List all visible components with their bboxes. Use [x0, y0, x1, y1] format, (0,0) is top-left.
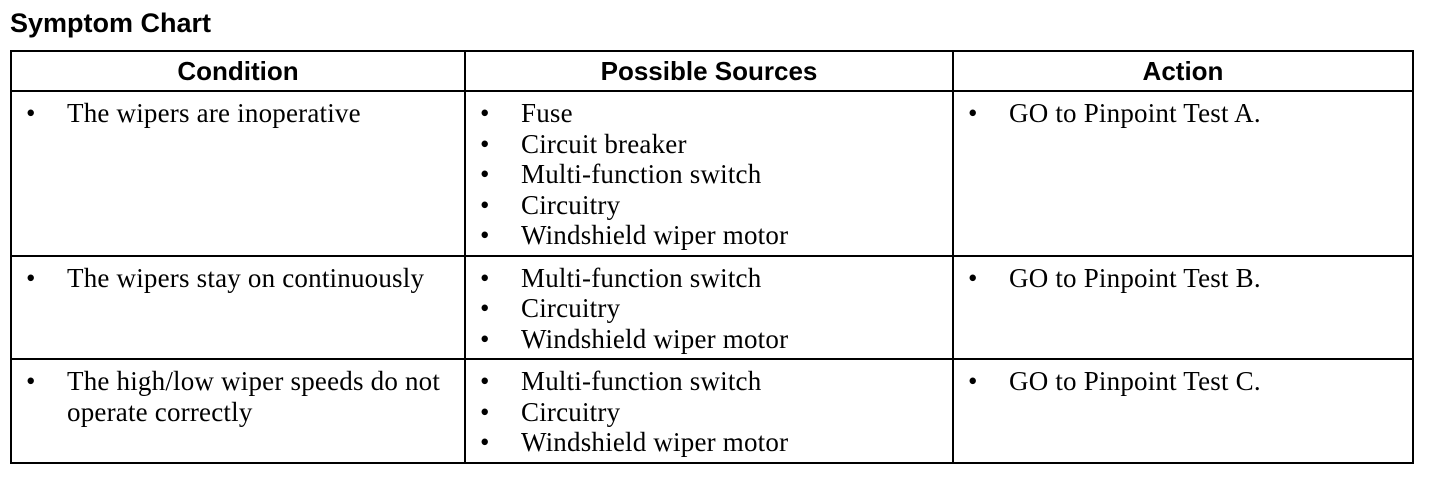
header-action: Action [952, 50, 1414, 92]
table-row: • The high/low wiper speeds do not opera… [10, 358, 1414, 464]
list-item: • The wipers stay on continuously [22, 263, 458, 294]
header-possible-sources: Possible Sources [464, 50, 954, 92]
bullet-icon: • [26, 98, 36, 128]
bullet-icon: • [480, 366, 490, 396]
list-item: • Fuse [476, 98, 946, 129]
action-text: GO to Pinpoint Test A. [1009, 98, 1261, 128]
source-text: Windshield wiper motor [521, 220, 789, 250]
list-item: • GO to Pinpoint Test C. [964, 366, 1406, 397]
list-item: • GO to Pinpoint Test A. [964, 98, 1406, 129]
condition-text: The high/low wiper speeds do not operate… [67, 366, 441, 427]
action-cell: • GO to Pinpoint Test B. [952, 254, 1414, 360]
condition-cell: • The high/low wiper speeds do not opera… [10, 358, 466, 464]
condition-text: The wipers are inoperative [67, 98, 361, 128]
list-item: • Multi-function switch [476, 159, 946, 190]
bullet-icon: • [26, 262, 36, 293]
list-item: • Circuitry [476, 190, 946, 221]
bullet-icon: • [480, 427, 490, 457]
condition-cell: • The wipers stay on continuously [10, 254, 466, 360]
bullet-icon: • [968, 366, 978, 396]
sources-cell: • Multi-function switch • Circuitry • Winds… [464, 254, 954, 360]
source-text: Windshield wiper motor [521, 323, 789, 354]
source-text: Multi-function switch [521, 262, 762, 293]
list-item: • Circuit breaker [476, 129, 946, 160]
action-cell: • GO to Pinpoint Test C. [952, 358, 1414, 464]
bullet-icon: • [480, 189, 490, 220]
list-item: • Circuitry [476, 293, 946, 324]
chart-title: Symptom Chart [10, 8, 212, 38]
action-text: GO to Pinpoint Test C. [1009, 366, 1261, 396]
bullet-icon: • [968, 98, 978, 128]
list-item: • GO to Pinpoint Test B. [964, 263, 1406, 294]
bullet-icon: • [26, 366, 36, 396]
bullet-icon: • [480, 293, 490, 323]
action-text: GO to Pinpoint Test B. [1009, 262, 1261, 293]
bullet-icon: • [480, 159, 490, 189]
list-item: • The wipers are inoperative [22, 98, 458, 129]
table-row: • The wipers are inoperative • Fuse • Circ… [10, 90, 1414, 257]
source-text: Circuitry [521, 396, 621, 427]
list-item: • Windshield wiper motor [476, 427, 946, 458]
source-text: Multi-function switch [521, 159, 762, 189]
list-item: • The high/low wiper speeds do not opera… [22, 366, 458, 427]
source-text: Multi-function switch [521, 366, 762, 396]
bullet-icon: • [480, 98, 490, 128]
bullet-icon: • [480, 220, 490, 250]
source-text: Circuit breaker [521, 128, 687, 159]
header-condition: Condition [10, 50, 466, 92]
source-text: Windshield wiper motor [521, 427, 789, 457]
header-row: Condition Possible Sources Action [10, 50, 1414, 92]
list-item: • Multi-function switch [476, 366, 946, 397]
bullet-icon: • [968, 262, 978, 293]
bullet-icon: • [480, 128, 490, 159]
action-cell: • GO to Pinpoint Test A. [952, 90, 1414, 257]
list-item: • Windshield wiper motor [476, 220, 946, 251]
source-text: Circuitry [521, 293, 621, 323]
symptom-table: Condition Possible Sources Action • The … [10, 50, 1414, 464]
table-row: • The wipers stay on continuously • Multi… [10, 254, 1414, 360]
condition-text: The wipers stay on continuously [67, 262, 425, 293]
bullet-icon: • [480, 262, 490, 293]
sources-cell: • Fuse • Circuit breaker • Multi-function s… [464, 90, 954, 257]
sources-cell: • Multi-function switch • Circuitry • Winds… [464, 358, 954, 464]
source-text: Circuitry [521, 189, 621, 220]
source-text: Fuse [521, 98, 573, 128]
list-item: • Multi-function switch [476, 263, 946, 294]
list-item: • Circuitry [476, 397, 946, 428]
condition-cell: • The wipers are inoperative [10, 90, 466, 257]
bullet-icon: • [480, 323, 490, 354]
bullet-icon: • [480, 396, 490, 427]
list-item: • Windshield wiper motor [476, 324, 946, 355]
